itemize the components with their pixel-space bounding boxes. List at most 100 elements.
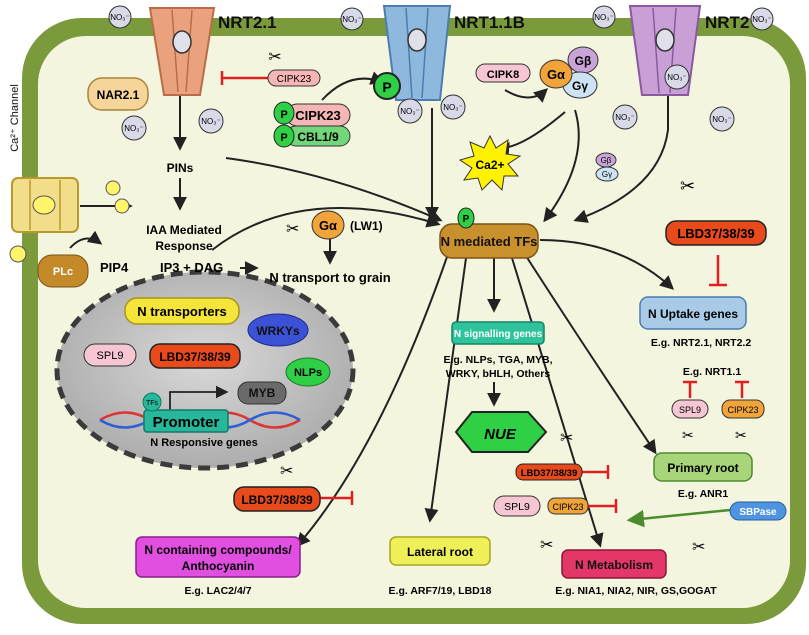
nar21-box: NAR2.1 <box>87 77 149 111</box>
no3-ion: NO₃⁻ <box>121 115 147 141</box>
no3-ion: NO₃⁻ <box>612 104 638 130</box>
svg-text:P: P <box>463 214 470 225</box>
svg-text:Lateral root: Lateral root <box>407 545 473 559</box>
lbd-mid-box: LBD37/38/39 <box>515 463 583 481</box>
cipk8-box: CIPK8 <box>475 63 531 83</box>
n-uptake-box: N Uptake genes <box>639 296 747 330</box>
promoter-region: Promoter TFs <box>99 385 301 433</box>
lbd-bottom-box: LBD37/38/39 <box>233 486 321 512</box>
nrt11b-label: NRT1.1B <box>454 13 525 32</box>
nrt11b-transporter <box>382 5 452 101</box>
no3-ion: NO₃⁻ <box>340 7 364 31</box>
plc-box: PLc <box>37 254 89 288</box>
svg-text:PLc: PLc <box>53 266 73 278</box>
svg-text:Ca2+: Ca2+ <box>475 158 504 172</box>
no3-ion: NO₃⁻ <box>198 108 224 134</box>
svg-text:CIPK23: CIPK23 <box>552 502 583 512</box>
svg-text:NAR2.1: NAR2.1 <box>97 88 140 102</box>
ca2-burst: Ca2+ <box>458 134 522 192</box>
anr1-example: E.g. ANR1 <box>678 488 729 500</box>
svg-text:NO₃⁻: NO₃⁻ <box>400 107 419 116</box>
spl9-mid-box: SPL9 <box>493 495 541 517</box>
nrt21-label: NRT2.1 <box>218 13 277 32</box>
no3-ion: NO₃⁻ <box>108 5 132 29</box>
g-protein-complex: Gβ Gγ Gα <box>539 46 599 99</box>
scissors-icon: ✂ <box>286 221 299 238</box>
cipk23-top-box: CIPK23 <box>267 69 321 87</box>
svg-text:✂: ✂ <box>280 463 293 480</box>
no3-ion: NO₃⁻ <box>750 7 774 31</box>
pins-label: PINs <box>167 161 194 175</box>
nrt21-transporter <box>148 7 216 96</box>
scissors-icon: ✂ <box>268 49 281 66</box>
nrt2-transporter <box>628 5 702 96</box>
svg-text:NO₃⁻: NO₃⁻ <box>201 117 220 126</box>
svg-text:LBD37/38/39: LBD37/38/39 <box>677 226 754 241</box>
svg-text:LBD37/38/39: LBD37/38/39 <box>521 468 578 479</box>
svg-text:Gβ: Gβ <box>575 54 592 68</box>
svg-text:N transporters: N transporters <box>137 304 227 319</box>
small-g-complex: Gβ Gγ <box>595 152 619 182</box>
svg-text:TFs: TFs <box>146 400 159 407</box>
svg-text:✂: ✂ <box>286 221 299 238</box>
svg-text:SPL9: SPL9 <box>679 405 701 415</box>
svg-text:Anthocyanin: Anthocyanin <box>182 559 255 573</box>
responsive-genes-label: N Responsive genes <box>150 437 258 449</box>
svg-text:✂: ✂ <box>680 176 695 196</box>
signalling-eg-2: WRKY, bHLH, Others <box>446 368 551 380</box>
scissors-icon: ✂ <box>692 539 705 556</box>
ca-ion-markers <box>9 180 130 263</box>
cipk23-root-box: CIPK23 <box>721 399 765 419</box>
svg-text:LBD37/38/39: LBD37/38/39 <box>241 493 313 507</box>
g-alpha-lw1: Gα <box>311 210 345 240</box>
svg-text:NO₃⁻: NO₃⁻ <box>443 103 462 112</box>
svg-text:N Uptake genes: N Uptake genes <box>648 307 738 321</box>
svg-text:NLPs: NLPs <box>294 367 322 379</box>
pip4-label: PIP4 <box>100 260 129 275</box>
cipk23-mid-box: CIPK23 <box>547 497 589 515</box>
svg-text:CIPK23: CIPK23 <box>727 405 758 415</box>
myb-box: MYB <box>237 381 287 405</box>
scissors-icon: ✂ <box>560 430 573 447</box>
no3-ion: NO₃⁻ <box>592 5 616 29</box>
svg-text:Gγ: Gγ <box>572 79 588 93</box>
svg-text:NO₃⁻: NO₃⁻ <box>712 115 731 124</box>
no3-ions: NO₃⁻ NO₃⁻ NO₃⁻ NO₃⁻ NO₃⁻ NO₃⁻ NO₃⁻ NO₃⁻ … <box>108 5 774 141</box>
no3-ion: NO₃⁻ <box>440 94 466 120</box>
transport-label: N transport to grain <box>269 270 390 285</box>
sbpase-box: SBPase <box>729 501 787 521</box>
svg-text:N containing compounds/: N containing compounds/ <box>144 543 292 557</box>
svg-text:SPL9: SPL9 <box>504 501 530 513</box>
svg-text:WRKYs: WRKYs <box>256 324 300 338</box>
svg-text:LBD37/38/39: LBD37/38/39 <box>159 350 231 364</box>
no3-ion: NO₃⁻ <box>397 98 423 124</box>
iaa-label-1: IAA Mediated <box>146 223 222 237</box>
svg-text:Gβ: Gβ <box>601 156 612 165</box>
n-signalling-box: N signalling genes <box>451 321 545 345</box>
no3-ion: NO₃⁻ <box>709 106 735 132</box>
scissors-icon: ✂✂ <box>682 427 747 443</box>
svg-text:NUE: NUE <box>484 426 517 443</box>
svg-text:SPL9: SPL9 <box>97 350 124 362</box>
svg-text:Primary root: Primary root <box>667 461 738 475</box>
svg-text:NO₃⁻: NO₃⁻ <box>615 113 634 122</box>
iaa-label-2: Response <box>155 239 213 253</box>
svg-text:CIPK23: CIPK23 <box>295 108 341 123</box>
n-metabolism-box: N Metabolism <box>561 549 667 579</box>
nrt11-example: E.g. NRT1.1 <box>683 366 742 378</box>
svg-text:✂: ✂ <box>268 49 281 66</box>
svg-text:NO₃⁻: NO₃⁻ <box>124 124 143 133</box>
svg-text:✂: ✂ <box>540 537 553 554</box>
svg-text:NO₃⁻: NO₃⁻ <box>594 13 613 22</box>
n-transporters-box: N transporters <box>124 297 240 325</box>
svg-text:✂: ✂ <box>682 427 694 443</box>
n-mediated-tfs-box: N mediated TFs P <box>439 207 539 259</box>
signalling-eg-1: E.g. NLPs, TGA, MYB, <box>443 354 552 366</box>
svg-text:MYB: MYB <box>249 386 276 400</box>
lbd-nucleus-box: LBD37/38/39 <box>149 343 241 369</box>
svg-text:NO₃⁻: NO₃⁻ <box>342 15 361 24</box>
nia-example: E.g. NIA1, NIA2, NIR, GS,GOGAT <box>555 585 717 597</box>
ca-channel-label: Ca²⁺ Channel <box>9 84 21 152</box>
uptake-examples: E.g. NRT2.1, NRT2.2 <box>651 337 752 349</box>
